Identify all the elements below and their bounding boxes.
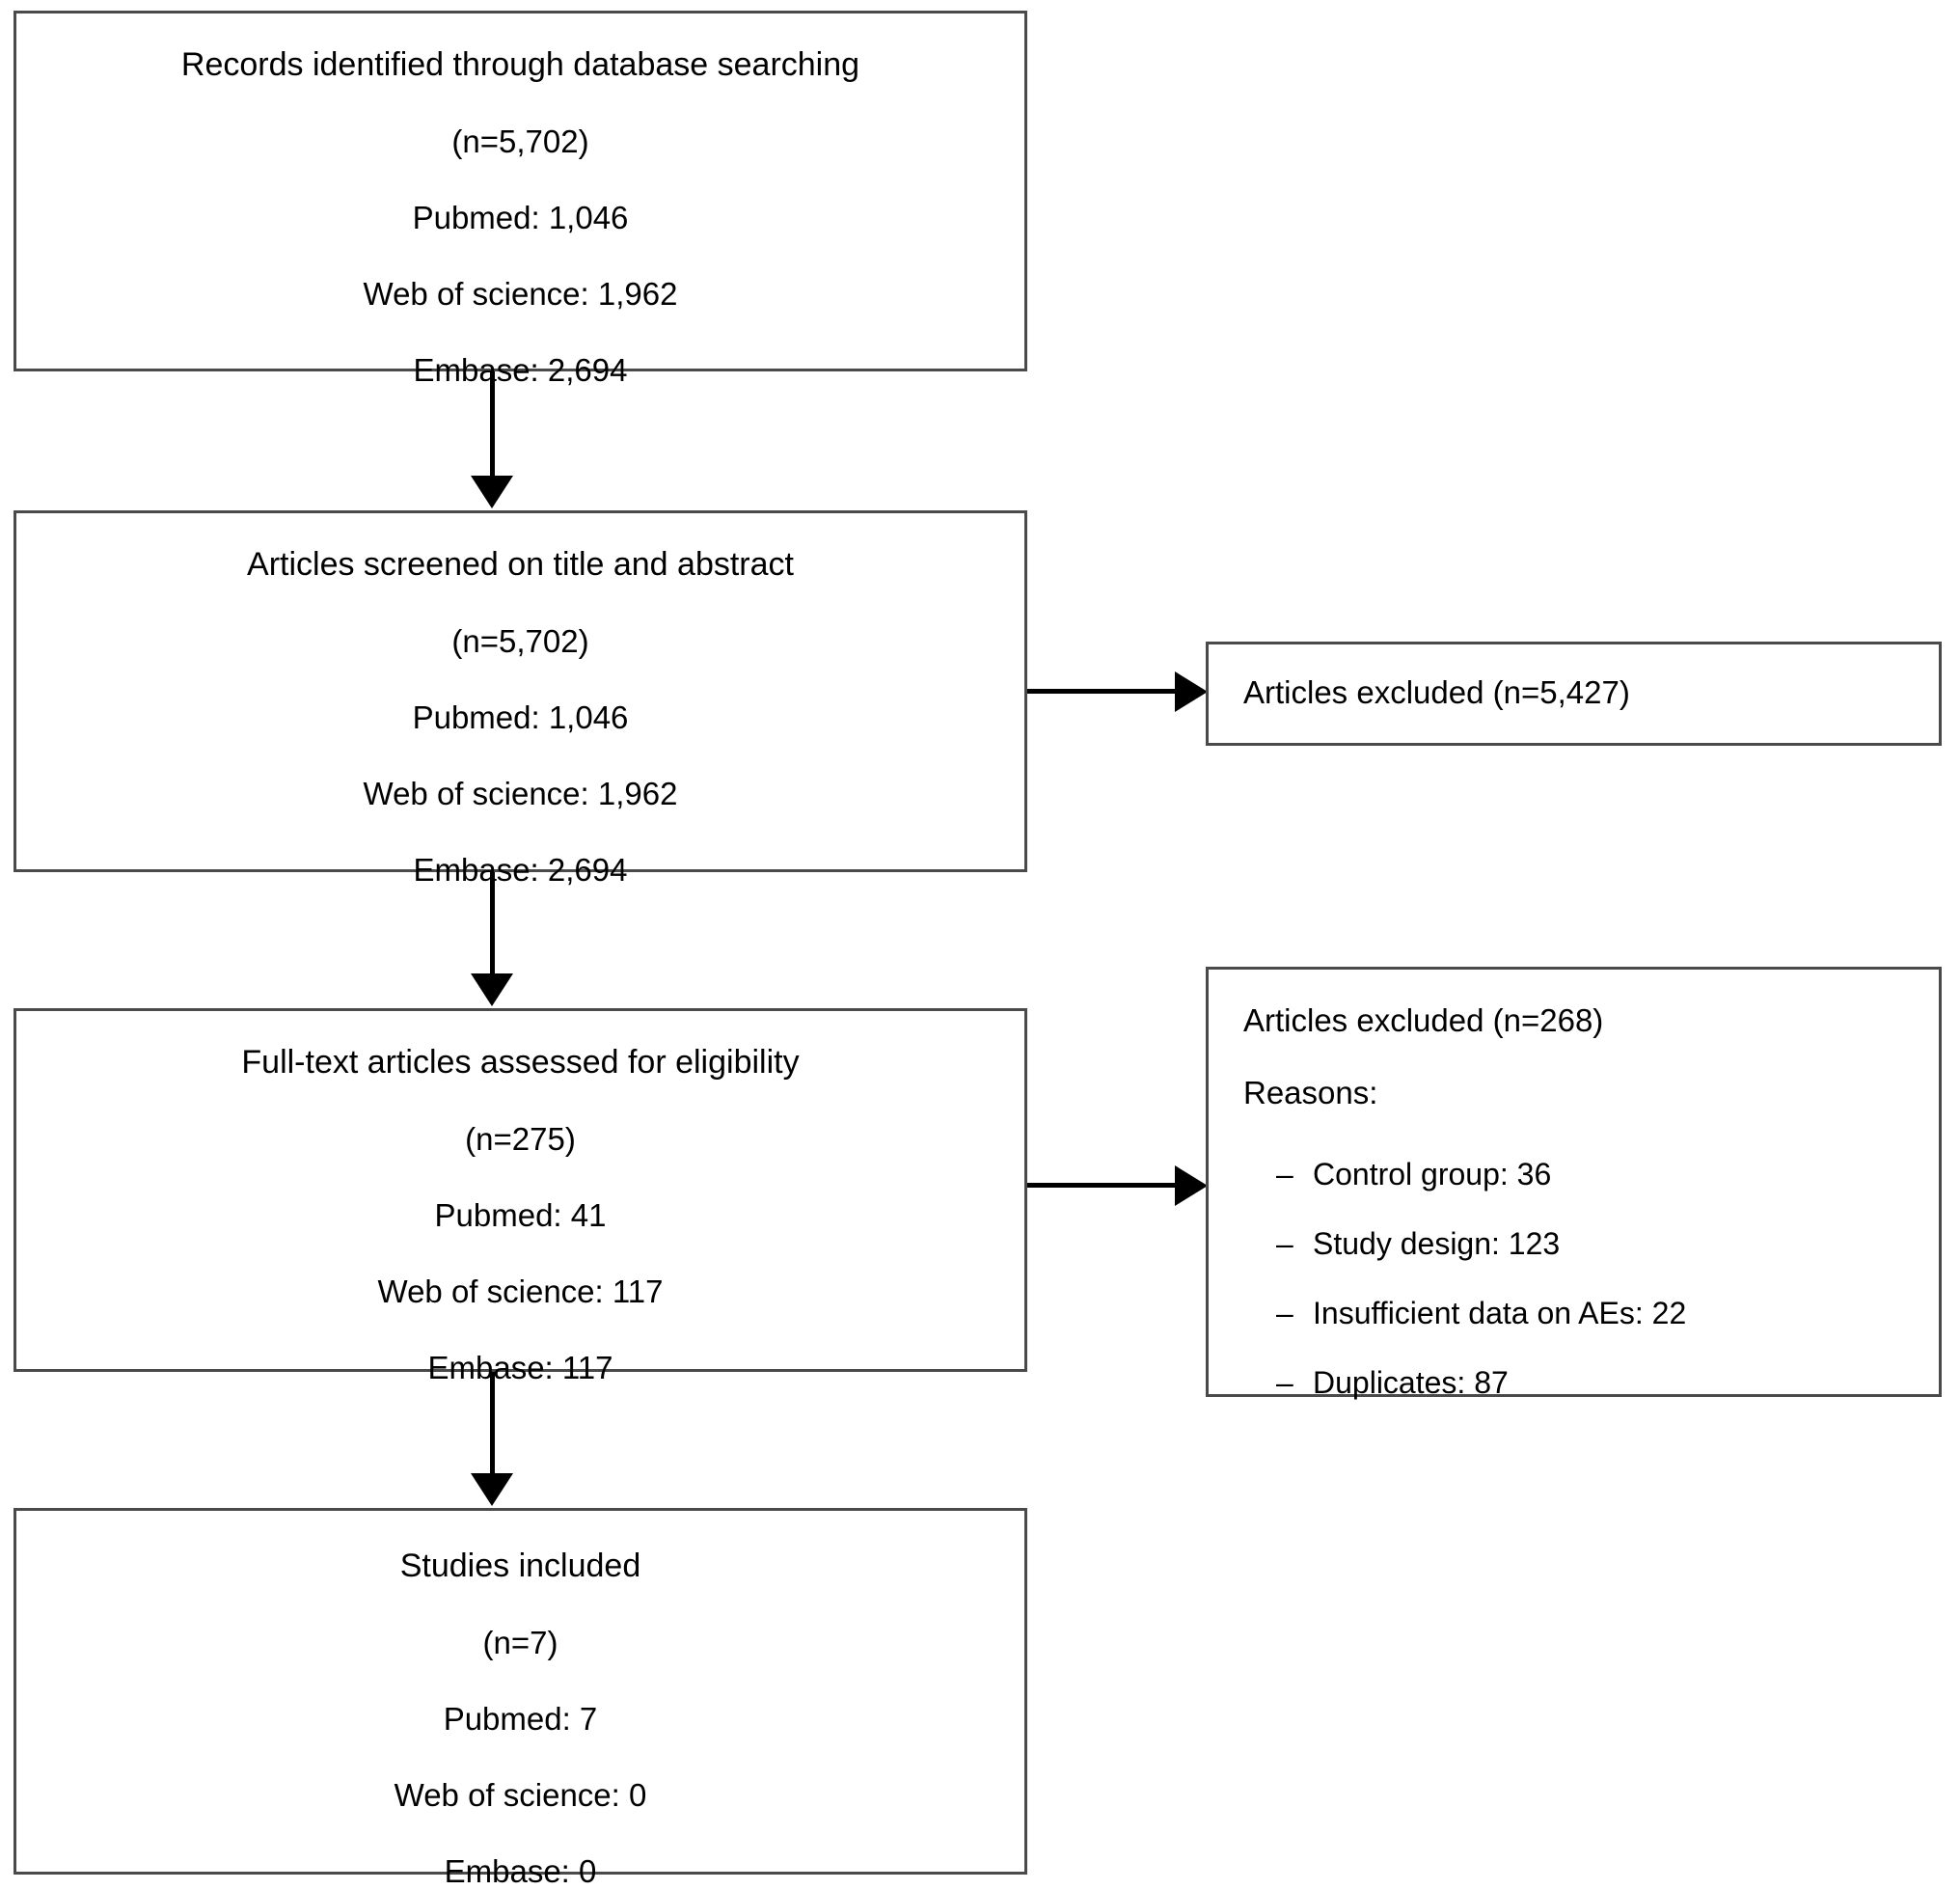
box-articles-excluded-screening: Articles excluded (n=5,427) [1206,642,1942,746]
box-fulltext-assessed-content: Full-text articles assessed for eligibil… [16,1046,1024,1383]
spacer [16,1811,1024,1855]
box-records-identified-total: (n=5,702) [451,123,589,159]
box-studies-included-source-webofscience: Web of science: 0 [394,1777,647,1813]
box-records-identified: Records identified through database sear… [14,11,1027,386]
spacer [16,310,1024,354]
box-articles-excluded-screening-title: Articles excluded (n=5,427) [1243,674,1630,710]
spacer [1243,1109,1939,1157]
box-studies-included-total: (n=7) [482,1625,558,1660]
spacer [16,157,1024,202]
box-articles-excluded-eligibility-reasons-label: Reasons: [1243,1075,1378,1110]
reason-item-insufficient-data: – Insufficient data on AEs: 22 [1243,1296,1939,1331]
spacer [1243,1331,1939,1365]
list-dash-icon: – [1276,1296,1293,1330]
box-fulltext-assessed-source-webofscience: Web of science: 117 [377,1274,664,1309]
spacer [16,733,1024,778]
spacer [16,1307,1024,1352]
reason-item-label: Duplicates: 87 [1313,1365,1509,1400]
spacer [16,81,1024,125]
connector-identification-to-screening [490,371,495,479]
reason-item-control-group: – Control group: 36 [1243,1157,1939,1192]
spacer [16,1735,1024,1779]
spacer [16,809,1024,854]
spacer [1243,1036,1939,1077]
arrow-down-icon-eligibility-to-included [471,1473,513,1506]
list-dash-icon: – [1276,1226,1293,1261]
arrow-down-icon-identification-to-screening [471,476,513,508]
list-dash-icon: – [1276,1365,1293,1400]
box-studies-included-source-pubmed: Pubmed: 7 [443,1701,598,1737]
box-articles-screened-total: (n=5,702) [451,623,589,659]
box-fulltext-assessed-total: (n=275) [465,1121,576,1157]
box-articles-excluded-eligibility-title: Articles excluded (n=268) [1243,1002,1604,1038]
box-articles-screened-content: Articles screened on title and abstract … [16,548,1024,886]
box-articles-excluded-screening-content: Articles excluded (n=5,427) [1209,676,1939,708]
connector-eligibility-to-included [490,1372,495,1477]
reason-item-duplicates: – Duplicates: 87 [1243,1365,1939,1401]
box-fulltext-assessed-title: Full-text articles assessed for eligibil… [241,1044,800,1081]
box-fulltext-assessed-source-embase: Embase: 117 [427,1350,613,1385]
box-studies-included-content: Studies included (n=7) Pubmed: 7 Web of … [16,1549,1024,1887]
arrow-down-icon-screening-to-eligibility [471,973,513,1006]
box-records-identified-source-webofscience: Web of science: 1,962 [363,276,678,312]
connector-screening-to-eligibility [490,872,495,977]
arrow-right-icon-screening-to-excluded [1175,671,1208,712]
box-articles-screened-source-webofscience: Web of science: 1,962 [363,776,678,811]
spacer [16,233,1024,278]
box-studies-included-title: Studies included [399,1548,641,1584]
box-studies-included-source-embase: Embase: 0 [444,1853,597,1889]
box-records-identified-source-pubmed: Pubmed: 1,046 [412,200,629,235]
box-articles-screened-source-pubmed: Pubmed: 1,046 [412,699,629,735]
spacer [16,1582,1024,1627]
box-articles-excluded-eligibility-content: Articles excluded (n=268) Reasons: – Con… [1209,1004,1939,1401]
reason-item-study-design: – Study design: 123 [1243,1226,1939,1262]
box-studies-included: Studies included (n=7) Pubmed: 7 Web of … [14,1508,1027,1887]
spacer [1243,1192,1939,1226]
box-records-identified-content: Records identified through database sear… [16,48,1024,386]
spacer [1243,1262,1939,1296]
connector-eligibility-to-excluded [1027,1183,1177,1188]
box-records-identified-title: Records identified through database sear… [180,46,860,83]
box-fulltext-assessed-source-pubmed: Pubmed: 41 [434,1197,607,1233]
spacer [16,1155,1024,1199]
box-articles-excluded-eligibility: Articles excluded (n=268) Reasons: – Con… [1206,967,1942,1400]
reason-item-label: Study design: 123 [1313,1226,1561,1261]
arrow-right-icon-eligibility-to-excluded [1175,1165,1208,1206]
spacer [16,1079,1024,1123]
spacer [16,657,1024,701]
list-dash-icon: – [1276,1157,1293,1192]
spacer [16,1231,1024,1275]
spacer [16,1658,1024,1703]
reason-item-label: Insufficient data on AEs: 22 [1313,1296,1687,1330]
reason-item-label: Control group: 36 [1313,1157,1552,1192]
spacer [16,581,1024,625]
box-articles-screened-source-embase: Embase: 2,694 [413,852,628,888]
box-records-identified-source-embase: Embase: 2,694 [413,352,628,388]
box-articles-screened-title: Articles screened on title and abstract [247,546,794,583]
box-fulltext-assessed: Full-text articles assessed for eligibil… [14,1008,1027,1383]
connector-screening-to-excluded [1027,689,1177,694]
box-articles-screened: Articles screened on title and abstract … [14,510,1027,886]
